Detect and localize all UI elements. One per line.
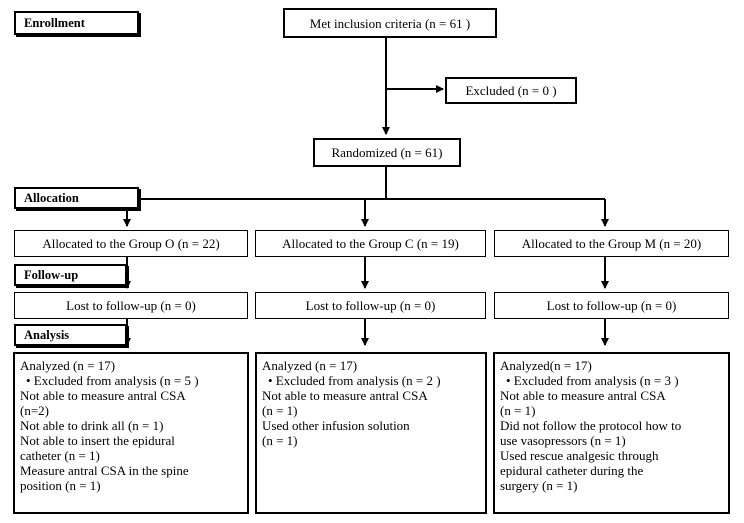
analysis-line: • Excluded from analysis (n = 5 ) (26, 373, 199, 388)
allocated-group-o-box: Allocated to the Group O (n = 22) (14, 230, 248, 257)
lost-followup-group-c-box: Lost to follow-up (n = 0) (255, 292, 486, 319)
analysis-line: (n = 1) (262, 433, 298, 448)
excluded-box: Excluded (n = 0 ) (445, 77, 577, 104)
analysis-line: catheter (n = 1) (20, 448, 100, 463)
met-inclusion-box: Met inclusion criteria (n = 61 ) (283, 8, 497, 38)
analysis-line: position (n = 1) (20, 478, 101, 493)
analysis-line: Analyzed(n = 17) (500, 358, 592, 373)
stage-label-followup: Follow-up (14, 264, 127, 286)
randomized-box: Randomized (n = 61) (313, 138, 461, 167)
analysis-line: epidural catheter during the (500, 463, 644, 478)
analysis-line: Used rescue analgesic through (500, 448, 659, 463)
analysis-line: Analyzed (n = 17) (20, 358, 116, 373)
analysis-group-m-box: Analyzed(n = 17) • Excluded from analysi… (493, 352, 730, 514)
analysis-line: • Excluded from analysis (n = 2 ) (268, 373, 441, 388)
analysis-line: (n = 1) (262, 403, 298, 418)
analysis-line: • Excluded from analysis (n = 3 ) (506, 373, 679, 388)
analysis-group-c-box: Analyzed (n = 17) • Excluded from analys… (255, 352, 487, 514)
stage-label-allocation: Allocation (14, 187, 139, 209)
analysis-line: Not able to measure antral CSA (500, 388, 666, 403)
allocated-group-m-box: Allocated to the Group M (n = 20) (494, 230, 729, 257)
analysis-line: Not able to measure antral CSA (262, 388, 428, 403)
analysis-line: use vasopressors (n = 1) (500, 433, 626, 448)
analysis-line: surgery (n = 1) (500, 478, 578, 493)
lost-followup-group-m-box: Lost to follow-up (n = 0) (494, 292, 729, 319)
analysis-line: Not able to drink all (n = 1) (20, 418, 164, 433)
lost-followup-group-o-box: Lost to follow-up (n = 0) (14, 292, 248, 319)
allocated-group-c-box: Allocated to the Group C (n = 19) (255, 230, 486, 257)
analysis-line: Measure antral CSA in the spine (20, 463, 189, 478)
analysis-line: Did not follow the protocol how to (500, 418, 682, 433)
analysis-line: Not able to measure antral CSA (20, 388, 186, 403)
analysis-line: Not able to insert the epidural (20, 433, 175, 448)
analysis-line: (n=2) (20, 403, 49, 418)
stage-label-analysis: Analysis (14, 324, 127, 346)
analysis-line: (n = 1) (500, 403, 536, 418)
analysis-line: Used other infusion solution (262, 418, 410, 433)
analysis-group-o-box: Analyzed (n = 17) • Excluded from analys… (13, 352, 249, 514)
stage-label-enrollment: Enrollment (14, 11, 139, 35)
analysis-line: Analyzed (n = 17) (262, 358, 358, 373)
